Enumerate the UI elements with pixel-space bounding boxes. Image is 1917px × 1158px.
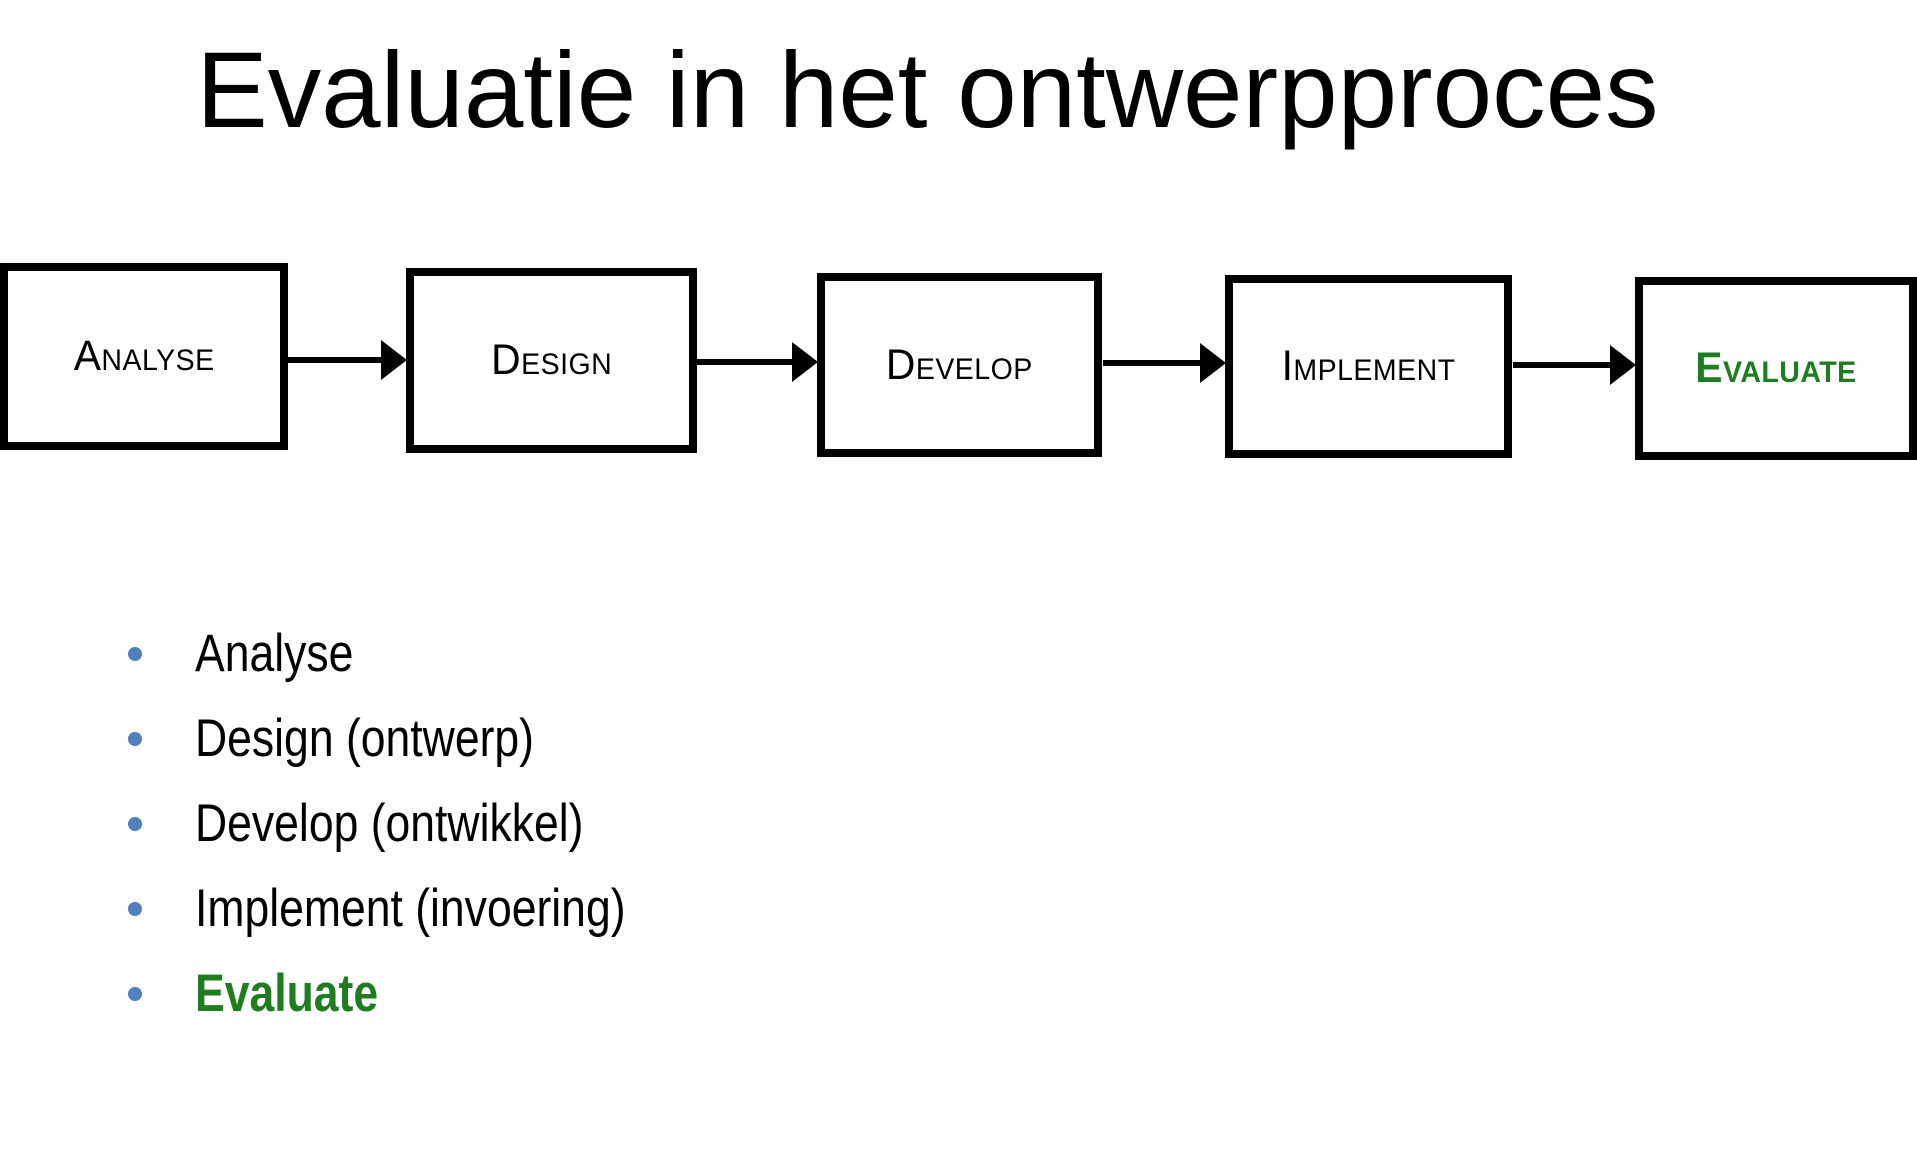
bullet-icon <box>128 816 142 831</box>
arrow-head-icon <box>1610 345 1636 385</box>
bullet-list: Analyse Design (ontwerp) Develop (ontwik… <box>128 611 708 1036</box>
arrow-shaft <box>288 357 385 363</box>
flow-step-evaluate: Evaluate <box>1635 277 1917 460</box>
title-container: Evaluatie in het ontwerpproces <box>0 28 1855 152</box>
bullet-icon <box>128 901 142 916</box>
arrow-shaft <box>1103 360 1204 366</box>
list-item-develop: Develop (ontwikkel) <box>128 781 708 866</box>
list-item-implement: Implement (invoering) <box>128 866 708 951</box>
list-item-analyse: Analyse <box>128 611 708 696</box>
flow-arrow-4 <box>1513 345 1636 385</box>
list-item-evaluate: Evaluate <box>128 951 708 1036</box>
arrow-head-icon <box>1200 343 1226 383</box>
bullet-icon <box>128 986 142 1001</box>
list-item-text: Evaluate <box>195 964 379 1023</box>
flow-arrow-3 <box>1103 343 1226 383</box>
flow-step-label: Implement <box>1281 342 1456 390</box>
page-title: Evaluatie in het ontwerpproces <box>196 29 1659 150</box>
arrow-head-icon <box>381 340 407 380</box>
list-item-text: Design (ontwerp) <box>195 709 534 768</box>
arrow-shaft <box>694 359 796 365</box>
list-item-text: Develop (ontwikkel) <box>195 794 584 853</box>
bullet-icon <box>128 731 142 746</box>
flow-arrow-2 <box>694 342 818 382</box>
flow-step-label: Evaluate <box>1695 344 1857 392</box>
flow-step-label: Design <box>490 336 613 384</box>
flow-step-label: Analyse <box>73 332 215 380</box>
list-item-text: Implement (invoering) <box>195 879 626 938</box>
flow-step-analyse: Analyse <box>0 263 288 450</box>
list-item-text: Analyse <box>195 624 354 683</box>
bullet-icon <box>128 646 142 661</box>
arrow-shaft <box>1513 362 1614 368</box>
flow-step-develop: Develop <box>817 273 1102 457</box>
arrow-head-icon <box>792 342 818 382</box>
flow-arrow-1 <box>288 340 407 380</box>
flow-step-label: Develop <box>886 340 1033 389</box>
flow-step-implement: Implement <box>1225 275 1512 458</box>
flow-step-design: Design <box>406 268 697 453</box>
list-item-design: Design (ontwerp) <box>128 696 708 781</box>
